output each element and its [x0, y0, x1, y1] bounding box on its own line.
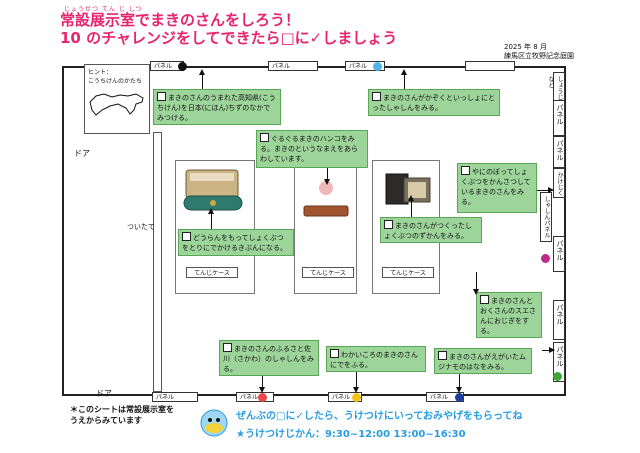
- hint-box: ヒント： こうちけんのかたち: [84, 64, 150, 134]
- task-checkbox[interactable]: [330, 349, 339, 358]
- partition-wall: [153, 132, 162, 392]
- hanko-seal-image: [303, 181, 349, 217]
- panel-bottom-3: パネル: [328, 392, 362, 402]
- panel-kakejiku: かけじく: [553, 168, 565, 198]
- task-box[interactable]: まきのさんのふるさと佐川（さかわ）のしゃしんをみる。: [219, 340, 319, 376]
- info-line-2: ★うけつけじかん：9:30~12:00 13:00~16:30: [236, 429, 466, 440]
- marker-dot-green: [553, 372, 562, 381]
- case-label-1: てんじケース: [186, 267, 238, 278]
- task-text: わかいころのまきのさんにでをふる。: [330, 351, 418, 369]
- task-checkbox[interactable]: [182, 232, 191, 241]
- task-text: やにのぼってしょくぶつをかんさつしているまきのさんをみる。: [461, 168, 531, 206]
- panel-top-2: パネル: [268, 61, 318, 71]
- footnote: ＊このシートは常設展示室を うえからみています: [70, 404, 174, 426]
- task-text: どうらんをもってしょくぶつをとりにでかけるきぶんになる。: [182, 234, 287, 252]
- marker-dot-black: [178, 62, 187, 71]
- panel-bottom-2: パネル: [236, 392, 274, 402]
- task-text: まきのさんがかぞくといっしょにとったしゃしんをみる。: [372, 94, 495, 112]
- task-box[interactable]: まきのさんとおくさんのスエさんにおじぎをする。: [476, 292, 542, 338]
- task-text: まきのさんがつくったしょくぶつのずかんをみる。: [384, 222, 472, 240]
- arrow-hint-up: [473, 272, 479, 295]
- task-box[interactable]: まきのさんがえがいたムジナモのはなをみる。: [434, 348, 532, 374]
- organization-label: 練馬区立牧野記念庭園: [504, 52, 574, 60]
- task-checkbox[interactable]: [480, 295, 489, 304]
- task-box[interactable]: まきのさんがつくったしょくぶつのずかんをみる。: [380, 217, 482, 243]
- kochi-map-icon: [89, 93, 144, 116]
- marker-dot-yellow: [352, 393, 361, 402]
- task-checkbox[interactable]: [260, 133, 269, 142]
- task-checkbox[interactable]: [157, 92, 166, 101]
- task-box[interactable]: どうらんをもってしょくぶつをとりにでかけるきぶんになる。: [178, 229, 294, 256]
- panel-right-1: パネル: [553, 100, 565, 136]
- task-text: まきのさんのうまれた高知県(こうちけん)を日本(にほん)ちずのなかでみつける。: [157, 94, 276, 122]
- arrow-to-panel-bottom-3: [353, 372, 359, 393]
- arrow-to-vasculum: [208, 208, 214, 229]
- marker-dot-blue: [373, 62, 382, 71]
- task-box[interactable]: やにのぼってしょくぶつをかんさつしているまきのさんをみる。: [457, 163, 537, 213]
- arrow-to-kakejiku: [537, 187, 554, 193]
- task-box[interactable]: まきのさんがかぞくといっしょにとったしゃしんをみる。: [368, 89, 500, 116]
- door-left: ドア: [74, 149, 90, 158]
- vasculum-image: [183, 169, 243, 211]
- partition-label: ついたて: [127, 223, 155, 231]
- arrow-to-hanko: [324, 168, 330, 185]
- panel-right-3: パネル: [553, 236, 565, 272]
- panel-shashin: しゃしんパネル: [540, 192, 552, 242]
- task-checkbox[interactable]: [438, 351, 447, 360]
- panel-bottom-1: パネル: [152, 392, 198, 402]
- arrow-to-panel-right: [542, 347, 555, 353]
- botanical-book-image: [385, 173, 431, 205]
- task-text: まきのさんとおくさんのスエさんにおじぎをする。: [480, 297, 536, 335]
- case-label-2: てんじケース: [302, 267, 354, 278]
- arrow-to-book: [408, 195, 414, 217]
- arrow-to-panel-bottom-2: [259, 376, 265, 393]
- case-label-3: てんじケース: [382, 267, 434, 278]
- task-box[interactable]: まきのさんのうまれた高知県(こうちけん)を日本(にほん)ちずのなかでみつける。: [153, 89, 281, 125]
- panel-right-4: パネル: [553, 300, 565, 340]
- marker-dot-red: [258, 393, 267, 402]
- door-bottom: ドア: [96, 389, 112, 398]
- task-box[interactable]: ぐるぐるまきのハンコをみる。まきのというなまえをあらわしています。: [256, 130, 368, 168]
- info-line-1: ぜんぶの□に✓したら、うけつけにいっておみやげをもらってね: [236, 411, 523, 422]
- hint-caption: こうちけんのかたち: [88, 78, 143, 85]
- task-box[interactable]: わかいころのまきのさんにでをふる。: [326, 346, 426, 372]
- task-checkbox[interactable]: [372, 92, 381, 101]
- marker-dot-navy: [455, 393, 464, 402]
- panel-top-3: パネル: [345, 61, 385, 71]
- panel-right-2: パネル: [553, 136, 565, 168]
- arrow-to-panel-1: [199, 69, 205, 89]
- task-text: まきのさんのふるさと佐川（さかわ）のしゃしんをみる。: [223, 345, 314, 373]
- task-checkbox[interactable]: [461, 166, 470, 175]
- arrow-to-panel-bottom-4: [456, 374, 462, 393]
- hint-label: ヒント：: [88, 69, 113, 76]
- mascot-icon: [200, 409, 228, 437]
- page-subtitle: 10 のチャレンジをしてできたら□に✓しましょう: [60, 29, 398, 47]
- title-ruby: じょうせつ てん じ しつ: [64, 6, 143, 13]
- page-title: 常設展示室でまきのさんをしろう！: [60, 11, 301, 29]
- footnote-line-2: うえからみています: [70, 416, 142, 425]
- task-text: ぐるぐるまきのハンコをみる。まきのというなまえをあらわしています。: [260, 135, 358, 163]
- marker-dot-purple: [541, 254, 550, 263]
- arrow-to-panel-3: [401, 69, 407, 89]
- footnote-line-1: ＊このシートは常設展示室を: [70, 405, 174, 414]
- task-checkbox[interactable]: [384, 220, 393, 229]
- task-checkbox[interactable]: [223, 343, 232, 352]
- date-label: 2025 年 8 月: [504, 43, 547, 51]
- panel-top-4: [465, 61, 515, 71]
- task-text: まきのさんがえがいたムジナモのはなをみる。: [438, 353, 526, 371]
